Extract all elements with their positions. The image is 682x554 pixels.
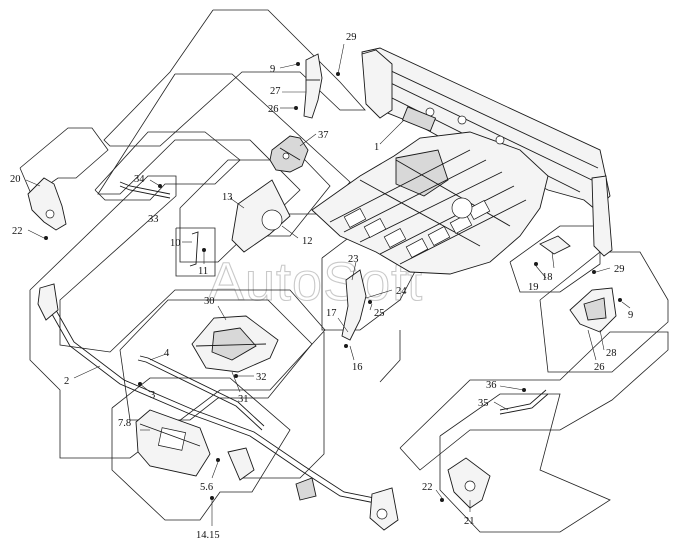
callout-32: 32	[256, 372, 267, 383]
callout-9b: 9	[628, 310, 633, 321]
callout-5-6: 5.6	[200, 482, 213, 493]
link-part-5-6	[210, 447, 255, 500]
callout-labels: 29 9 27 26 37 1 34 33 20 22 13 12 10 11 …	[10, 32, 633, 541]
bracket-part-27	[294, 53, 340, 119]
callout-20: 20	[10, 174, 21, 185]
callout-22: 22	[12, 226, 23, 237]
bracket-part-20	[27, 177, 67, 240]
bracket-part-10-11	[189, 231, 206, 267]
callout-21: 21	[464, 516, 475, 527]
callout-26b: 26	[594, 362, 605, 373]
callout-26: 26	[268, 104, 279, 115]
callout-11: 11	[198, 266, 208, 277]
callout-3: 3	[150, 390, 155, 401]
callout-29: 29	[346, 32, 357, 43]
bracket-part-21	[440, 457, 491, 509]
callout-36: 36	[486, 380, 497, 391]
callout-12: 12	[302, 236, 313, 247]
callout-30: 30	[204, 296, 215, 307]
stabilizer-bar-part-2	[37, 283, 399, 531]
callout-31: 31	[238, 394, 249, 405]
callout-2: 2	[64, 376, 69, 387]
callout-1: 1	[374, 142, 379, 153]
side-member-part-23-24	[341, 269, 372, 348]
callout-35: 35	[478, 398, 489, 409]
callout-14-15: 14.15	[196, 530, 220, 541]
bracket-part-18	[534, 235, 571, 266]
callout-29b: 29	[614, 264, 625, 275]
callout-24: 24	[396, 286, 407, 297]
bracket-part-37	[269, 135, 309, 173]
callout-13: 13	[222, 192, 233, 203]
callout-28: 28	[606, 348, 617, 359]
leader-lines	[25, 43, 631, 526]
callout-7-8: 7.8	[118, 418, 131, 429]
callout-17: 17	[326, 308, 337, 319]
callout-10: 10	[170, 238, 181, 249]
callout-23: 23	[348, 254, 359, 265]
callout-37: 37	[318, 130, 329, 141]
panel-part-13	[231, 179, 291, 253]
callout-4: 4	[164, 348, 170, 359]
callout-33: 33	[148, 214, 159, 225]
shield-part-30	[191, 315, 279, 378]
callout-16: 16	[352, 362, 363, 373]
watermark-text: AutoSoft	[208, 252, 423, 312]
callout-19: 19	[528, 282, 539, 293]
callout-34: 34	[134, 174, 145, 185]
callout-27: 27	[270, 86, 281, 97]
bracket-part-35	[499, 388, 549, 415]
callout-9: 9	[270, 64, 275, 75]
floor-panel-part-1	[311, 47, 613, 275]
callout-18: 18	[542, 272, 553, 283]
bracket-part-28	[569, 270, 622, 333]
bracket-part-7-8	[135, 409, 211, 477]
callout-25: 25	[374, 308, 385, 319]
callout-22b: 22	[422, 482, 433, 493]
